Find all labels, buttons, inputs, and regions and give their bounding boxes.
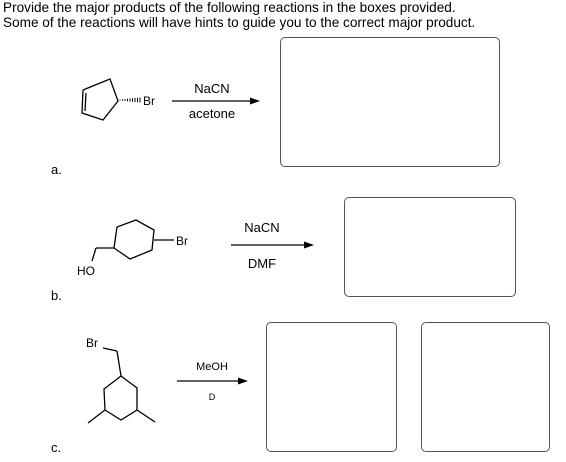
- bromine-a: Br: [143, 94, 155, 108]
- reaction-label-c: c.: [51, 440, 62, 455]
- reaction-label-b: b.: [51, 288, 62, 303]
- instructions: Provide the major products of the follow…: [3, 0, 563, 30]
- hashed-wedge-bond-a: [119, 97, 141, 103]
- answer-box-b[interactable]: [344, 197, 516, 297]
- reaction-label-a: a.: [51, 162, 62, 177]
- reagent-b-bottom: DMF: [247, 256, 277, 271]
- reagent-a-top: NaCN: [194, 81, 230, 96]
- reagent-b-top: NaCN: [244, 220, 280, 235]
- reaction-arrow-b: [231, 241, 314, 249]
- bromine-c: Br: [86, 336, 98, 350]
- molecule-a-cyclopentene: [81, 78, 119, 121]
- instruction-line-2: Some of the reactions will have hints to…: [3, 15, 476, 30]
- reagent-c-top: MeOH: [196, 361, 228, 373]
- answer-box-c-2[interactable]: [421, 322, 550, 452]
- answer-box-a[interactable]: [280, 37, 500, 167]
- hydroxyl-b: HO: [77, 264, 95, 278]
- reaction-arrow-c: [177, 377, 248, 385]
- molecule-b-cyclopentane: [91, 219, 174, 262]
- reagent-a-bottom: acetone: [188, 106, 236, 121]
- answer-box-c-1[interactable]: [266, 322, 397, 452]
- instruction-line-1: Provide the major products of the follow…: [3, 0, 456, 15]
- bromine-b: Br: [176, 234, 188, 248]
- molecule-c-cyclohexane: [87, 347, 156, 424]
- reaction-arrow-a: [172, 97, 260, 105]
- reagent-c-bottom: D: [208, 392, 216, 402]
